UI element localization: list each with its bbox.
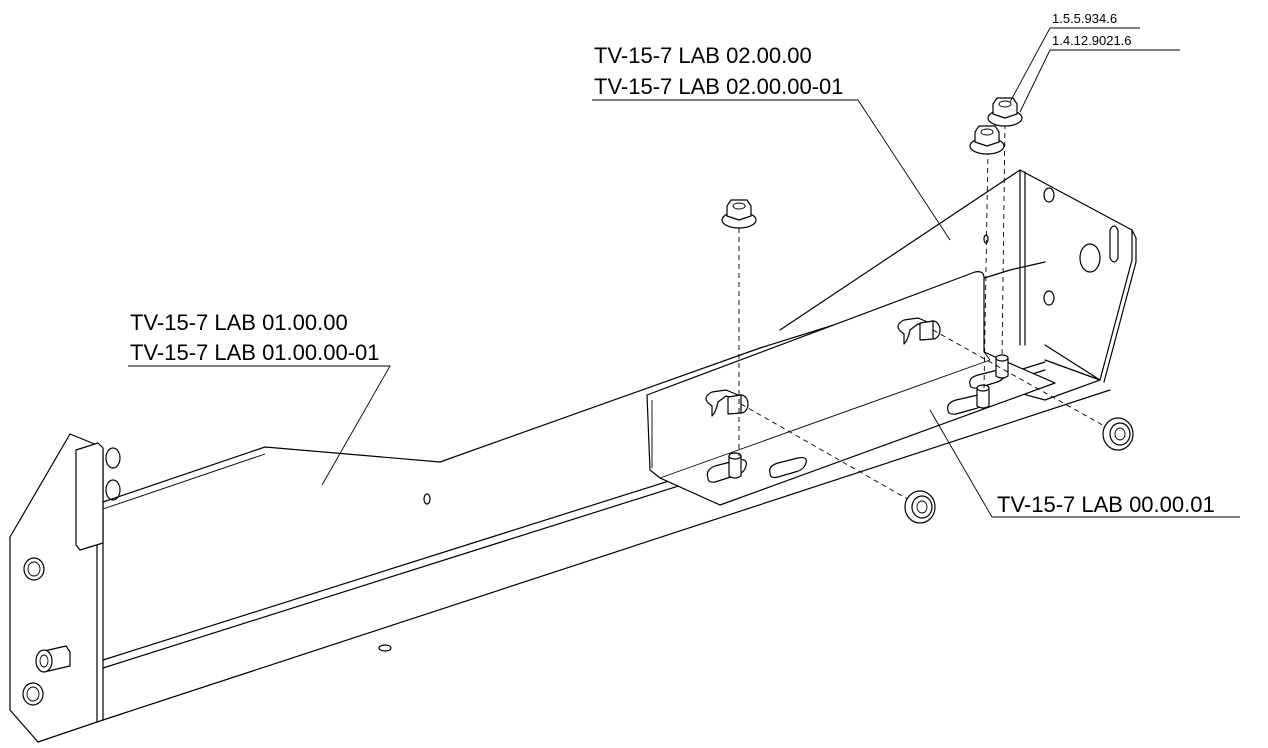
label-part-02-line2: TV-15-7 LAB 02.00.00-01 [594,74,844,99]
label-fastener-1: 1.5.5.934.6 [1052,11,1117,26]
long-bracket [9,234,1111,743]
right-bracket [779,169,1137,401]
fasteners [721,97,1134,524]
label-part-02-line1: TV-15-7 LAB 02.00.00 [594,43,812,68]
label-fastener-2: 1.4.12.9021.6 [1052,33,1132,48]
assembly-lines [738,123,1116,506]
label-part-01-line1: TV-15-7 LAB 01.00.00 [130,310,348,335]
connector-plate [646,271,1056,506]
label-part-01-line2: TV-15-7 LAB 01.00.00-01 [130,340,380,365]
label-part-00: TV-15-7 LAB 00.00.01 [997,492,1215,517]
leader-lines [128,27,1240,518]
